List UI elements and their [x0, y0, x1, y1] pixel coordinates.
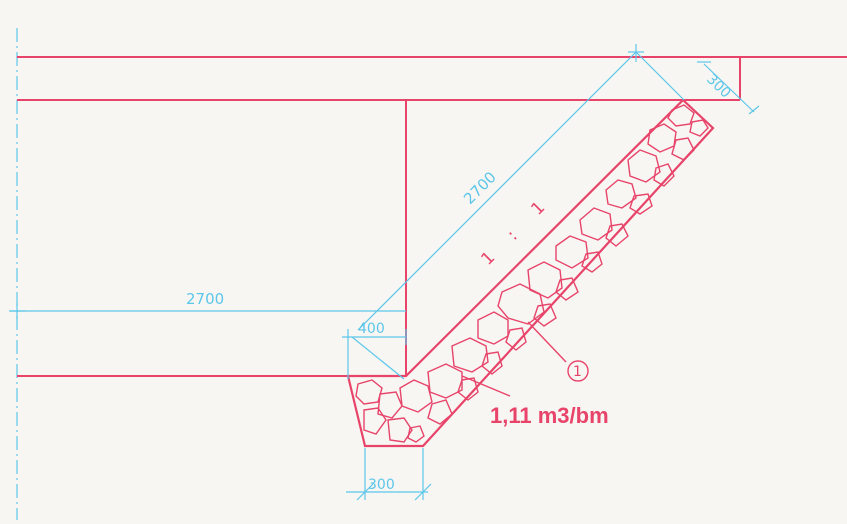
- stone-pattern: [355, 104, 709, 443]
- dim-slope-ext-top: [635, 51, 685, 101]
- revetment-outline: [346, 98, 715, 448]
- callout-bubble: [567, 360, 589, 382]
- leader-to-bubble: [527, 321, 567, 363]
- dim-bottom-width-text: 300: [368, 477, 395, 493]
- callout-leaders: [461, 321, 589, 397]
- dim-horizontal-text: 2700: [186, 290, 224, 308]
- volume-label: 1,11 m3/bm: [490, 403, 609, 428]
- dim-top-width-tick-b: [748, 105, 760, 115]
- dim-base-offset-text: 400: [358, 321, 385, 337]
- dim-base-offset-diagonal: [351, 336, 405, 380]
- dim-top-width-line: [703, 63, 755, 113]
- dim-bottom-width-tick-right: [414, 483, 432, 501]
- callout-number: 1: [573, 364, 582, 380]
- dimension-lines: [9, 44, 760, 501]
- dim-bottom-width-tick-left: [356, 483, 374, 501]
- dim-slope-line: [357, 51, 637, 331]
- leader-to-volume: [461, 375, 511, 397]
